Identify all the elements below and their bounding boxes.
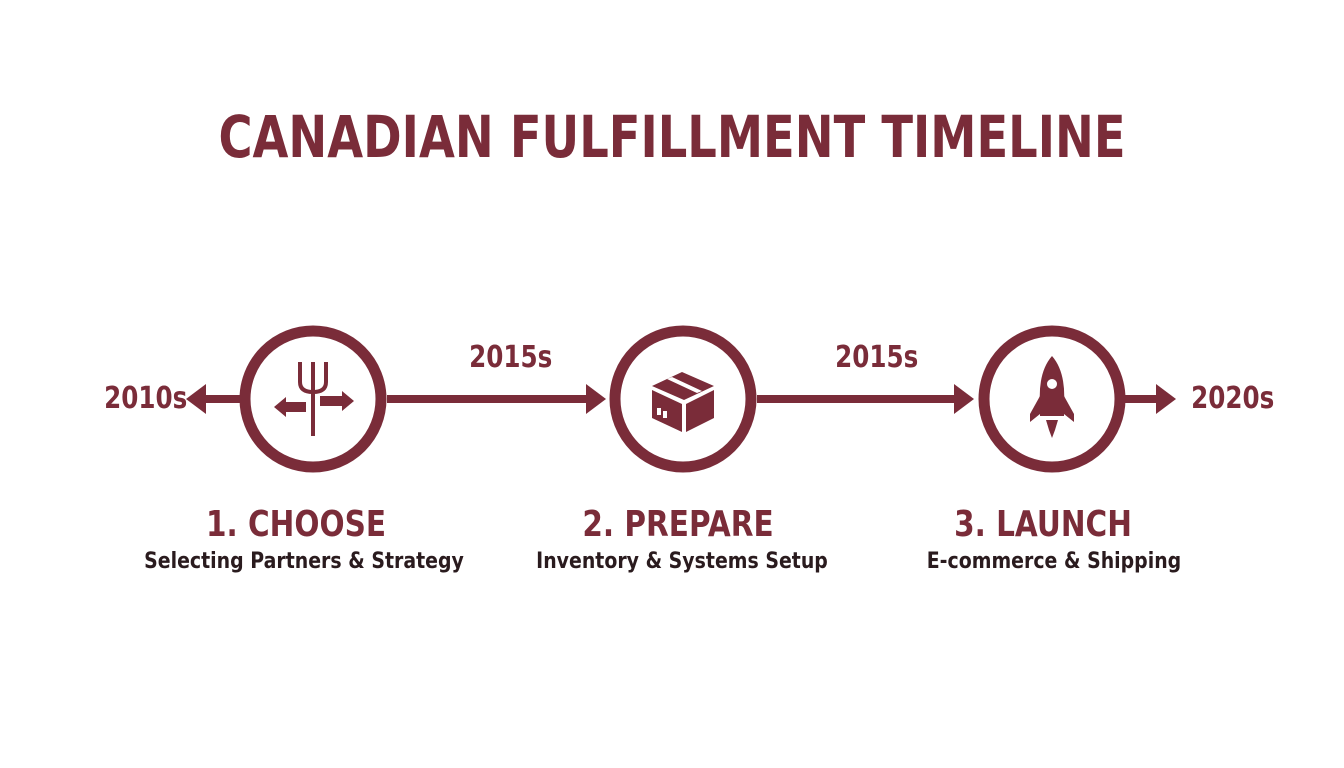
step-3-title: 3. LAUNCH <box>954 504 1132 545</box>
era-label-between-2-3: 2015s <box>835 340 919 375</box>
step-3-node <box>978 325 1126 473</box>
step-1-title: 1. CHOOSE <box>205 504 387 545</box>
box-icon <box>652 372 714 432</box>
era-label-between-1-2: 2015s <box>469 340 553 375</box>
era-label-end: 2020s <box>1191 381 1275 416</box>
step-2-title: 2. PREPARE <box>582 504 774 545</box>
step-2-node <box>609 325 757 473</box>
signpost-fork-icon <box>274 362 354 436</box>
right-arrow-head <box>1156 384 1176 414</box>
rocket-icon <box>1030 356 1074 438</box>
step-3-subtitle: E-commerce & Shipping <box>926 549 1182 574</box>
step-1-node <box>239 325 387 473</box>
step-1-subtitle: Selecting Partners & Strategy <box>144 549 464 574</box>
step-2-subtitle: Inventory & Systems Setup <box>536 549 828 574</box>
arrow-1-2-head <box>586 384 606 414</box>
left-arrow-head <box>186 384 206 414</box>
page-title: CANADIAN FULFILLMENT TIMELINE <box>218 103 1126 171</box>
arrow-2-3-head <box>954 384 974 414</box>
timeline-arrows <box>186 384 1176 414</box>
era-label-start: 2010s <box>104 381 188 416</box>
